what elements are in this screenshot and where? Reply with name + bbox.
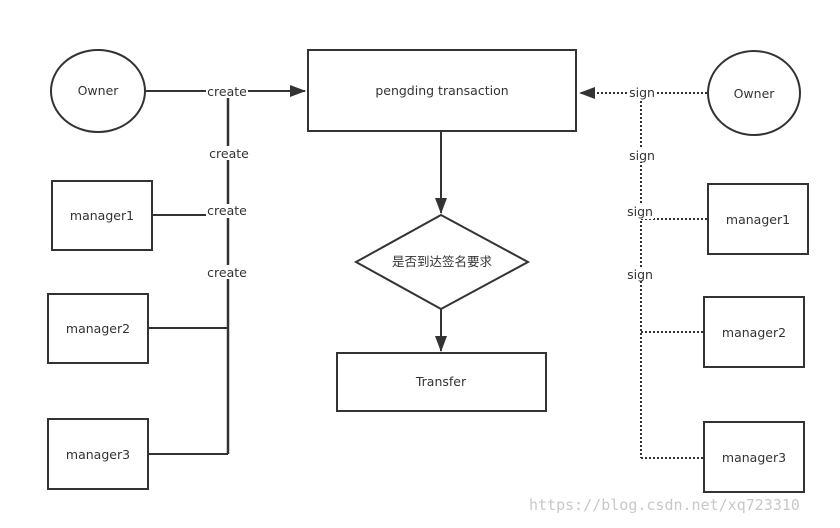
manager1-right-label: manager1 xyxy=(726,212,790,227)
create-label: create xyxy=(207,203,247,218)
sign-label: sign xyxy=(629,85,655,100)
manager2-left-label: manager2 xyxy=(66,321,130,336)
pending-transaction-node[interactable]: pengding transaction xyxy=(307,49,577,132)
manager3-right-label: manager3 xyxy=(722,450,786,465)
create-labels: create create create create xyxy=(206,84,250,280)
watermark: https://blog.csdn.net/xq723310 xyxy=(529,496,800,514)
manager3-left-label: manager3 xyxy=(66,447,130,462)
manager2-right-label: manager2 xyxy=(722,325,786,340)
signature-decision-node[interactable]: 是否到达签名要求 xyxy=(353,213,531,311)
owner-left-node[interactable]: Owner xyxy=(50,49,146,133)
manager2-left-node[interactable]: manager2 xyxy=(47,293,149,364)
signature-decision-label: 是否到达签名要求 xyxy=(392,254,493,269)
sign-labels: sign sign sign sign xyxy=(626,85,656,282)
manager1-left-node[interactable]: manager1 xyxy=(51,180,153,251)
sign-label: sign xyxy=(627,267,653,282)
owner-right-label: Owner xyxy=(734,86,776,101)
create-label: create xyxy=(207,265,247,280)
sign-label: sign xyxy=(627,204,653,219)
owner-left-label: Owner xyxy=(78,83,120,98)
sign-label: sign xyxy=(629,148,655,163)
manager1-left-label: manager1 xyxy=(70,208,134,223)
create-label: create xyxy=(209,146,249,161)
owner-right-node[interactable]: Owner xyxy=(707,50,801,136)
manager3-right-node[interactable]: manager3 xyxy=(703,421,805,493)
transfer-label: Transfer xyxy=(415,374,467,389)
manager3-left-node[interactable]: manager3 xyxy=(47,418,149,490)
create-label: create xyxy=(207,84,247,99)
pending-transaction-label: pengding transaction xyxy=(375,83,508,98)
manager2-right-node[interactable]: manager2 xyxy=(703,296,805,368)
manager1-right-node[interactable]: manager1 xyxy=(707,183,809,255)
transfer-node[interactable]: Transfer xyxy=(336,352,547,412)
